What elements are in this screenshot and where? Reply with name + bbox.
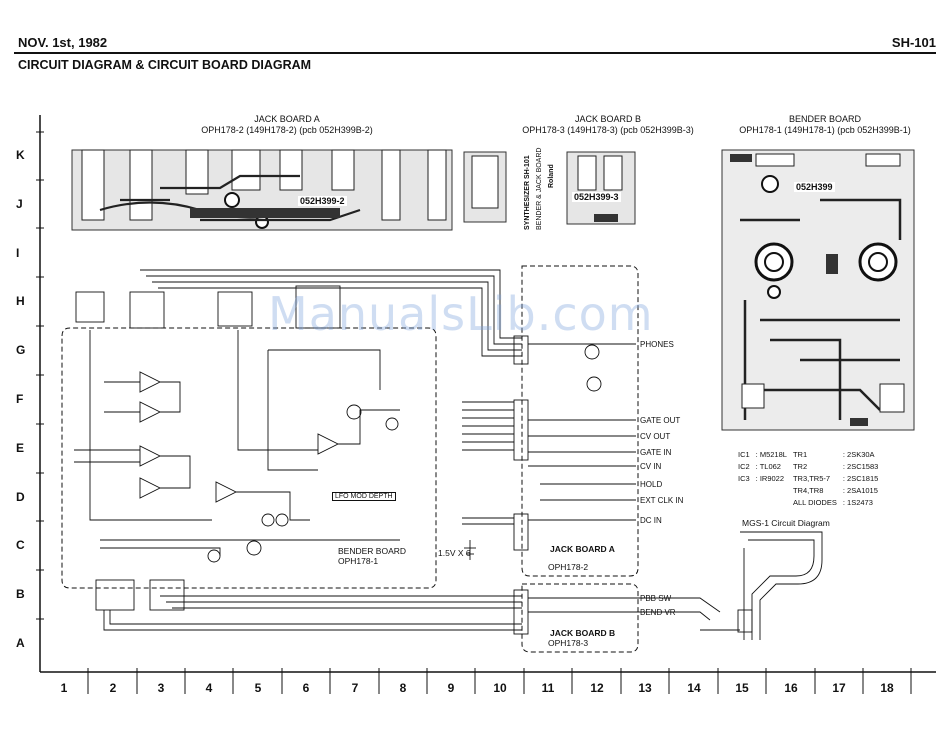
part-value: : 2SK30A: [842, 450, 875, 459]
grid-col-label: 3: [157, 681, 165, 695]
grid-col-label: 14: [687, 681, 701, 695]
grid-col-label: 10: [493, 681, 507, 695]
grid-row-label: B: [16, 587, 25, 601]
part-value: : 2SC1583: [842, 462, 879, 471]
mgs-title: MGS-1 Circuit Diagram: [742, 518, 830, 528]
bender-board-schematic-code: OPH178-1: [338, 556, 379, 566]
grid-row-label: I: [16, 246, 20, 260]
part-ref: TR2: [792, 462, 808, 471]
part-ref: TR3,TR5-7: [792, 474, 831, 483]
bender-board-pcb-label: 052H399: [794, 182, 835, 192]
jack-board-a-schematic-code: OPH178-2: [548, 562, 589, 572]
part-ref: ALL DIODES: [792, 498, 837, 507]
jack-board-a-pcb: [71, 149, 507, 231]
grid-row-label: E: [16, 441, 25, 455]
pcb-side-text-2: BENDER & JACK BOARD: [536, 147, 543, 230]
bender-board-title: BENDER BOARD OPH178-1 (149H178-1) (pcb 0…: [730, 114, 920, 136]
header-model: SH-101: [891, 35, 936, 50]
grid-col-label: 6: [302, 681, 310, 695]
jack-board-a-title: JACK BOARD A OPH178-2 (149H178-2) (pcb 0…: [192, 114, 382, 136]
part-value: : 2SA1015: [842, 486, 878, 495]
part-value: : M5218L: [755, 450, 787, 459]
jack-phones: PHONES: [640, 340, 674, 349]
grid-col-label: 8: [399, 681, 407, 695]
jack-gate-out: GATE OUT: [640, 416, 681, 425]
page-title: CIRCUIT DIAGRAM & CIRCUIT BOARD DIAGRAM: [18, 58, 312, 72]
parts-row: ALL DIODES : 1S2473: [738, 498, 882, 508]
jack-board-b-pcb: [566, 151, 636, 225]
pcb-brand: Roland: [548, 164, 555, 188]
grid-col-label: 13: [638, 681, 652, 695]
part-ref: IC3: [738, 474, 750, 483]
parts-row: IC2 : TL062 TR2 : 2SC1583: [738, 462, 882, 472]
jack-pbb-sw: PBB SW: [640, 594, 672, 603]
grid-col-label: 17: [832, 681, 846, 695]
part-ref: TR1: [792, 450, 808, 459]
header-rule: [14, 52, 936, 54]
lfo-label: LFO MOD DEPTH: [332, 492, 396, 501]
grid-row-label: H: [16, 294, 25, 308]
jack-dc-in: DC IN: [640, 516, 662, 525]
grid-col-label: 11: [541, 681, 555, 695]
grid-col-label: 16: [784, 681, 798, 695]
grid-row-label: K: [16, 148, 25, 162]
battery-label: 1.5V X 6: [438, 548, 471, 558]
jack-board-b-code: OPH178-3 (149H178-3) (pcb 052H399B-3): [522, 125, 694, 135]
parts-row: TR4,TR8 : 2SA1015: [738, 486, 882, 496]
part-value: : 1S2473: [842, 498, 873, 507]
jack-board-a-pcb-label: 052H399-2: [298, 196, 347, 206]
grid-row-label: F: [16, 392, 24, 406]
jack-board-a-code: OPH178-2 (149H178-2) (pcb 052H399B-2): [201, 125, 373, 135]
jack-board-b-outline: [521, 583, 639, 653]
jack-board-b-pcb-label: 052H399-3: [572, 192, 621, 202]
grid-col-label: 2: [109, 681, 117, 695]
jack-board-a-name: JACK BOARD A: [254, 114, 320, 124]
part-value: : TL062: [755, 462, 781, 471]
pcb-side-text: SYNTHESIZER SH-101: [524, 155, 531, 230]
bender-board-outline: [61, 327, 437, 589]
jack-board-b-schematic-code: OPH178-3: [548, 638, 589, 648]
part-ref: TR4,TR8: [792, 486, 824, 495]
bender-board-code: OPH178-1 (149H178-1) (pcb 052H399B-1): [739, 125, 911, 135]
grid-row-label: D: [16, 490, 25, 504]
grid-col-label: 7: [351, 681, 359, 695]
grid-row-label: G: [16, 343, 26, 357]
part-value: : IR9022: [755, 474, 785, 483]
grid-col-label: 9: [447, 681, 455, 695]
parts-row: IC3 : IR9022 TR3,TR5-7 : 2SC1815: [738, 474, 882, 484]
jack-board-b-title: JACK BOARD B OPH178-3 (149H178-3) (pcb 0…: [508, 114, 708, 136]
parts-row: IC1 : M5218L TR1 : 2SK30A: [738, 450, 882, 460]
part-value: : 2SC1815: [842, 474, 879, 483]
jack-board-b-name: JACK BOARD B: [574, 114, 641, 124]
grid-col-label: 15: [735, 681, 749, 695]
grid-row-label: A: [16, 636, 25, 650]
jack-bend-vr: BEND VR: [640, 608, 676, 617]
jack-board-a-schematic-label: JACK BOARD A: [550, 544, 615, 554]
grid-col-label: 5: [254, 681, 262, 695]
grid-col-label: 1: [60, 681, 68, 695]
header-date: NOV. 1st, 1982: [18, 35, 108, 50]
jack-board-a-outline: [521, 265, 639, 577]
jack-gate-in: GATE IN: [640, 448, 672, 457]
part-ref: IC1: [738, 450, 750, 459]
watermark: ManualsLib.com: [268, 287, 654, 341]
jack-hold: HOLD: [640, 480, 663, 489]
grid-col-label: 18: [880, 681, 894, 695]
part-ref: IC2: [738, 462, 750, 471]
grid-row-label: C: [16, 538, 25, 552]
jack-board-b-schematic-label: JACK BOARD B: [550, 628, 616, 638]
parts-table: IC1 : M5218L TR1 : 2SK30A IC2 : TL062 TR…: [736, 448, 884, 510]
grid-row-label: J: [16, 197, 23, 211]
bender-board-name: BENDER BOARD: [788, 114, 861, 124]
bender-board-pcb: [721, 149, 915, 431]
jack-cv-in: CV IN: [640, 462, 662, 471]
grid-col-label: 12: [590, 681, 604, 695]
bender-board-schematic-name: BENDER BOARD: [338, 546, 407, 556]
grid-col-label: 4: [205, 681, 213, 695]
jack-ext-clk-in: EXT CLK IN: [640, 496, 684, 505]
schematic-wiring: [74, 269, 823, 640]
bender-board-schematic-label: BENDER BOARD OPH178-1: [338, 546, 406, 566]
jack-cv-out: CV OUT: [640, 432, 671, 441]
